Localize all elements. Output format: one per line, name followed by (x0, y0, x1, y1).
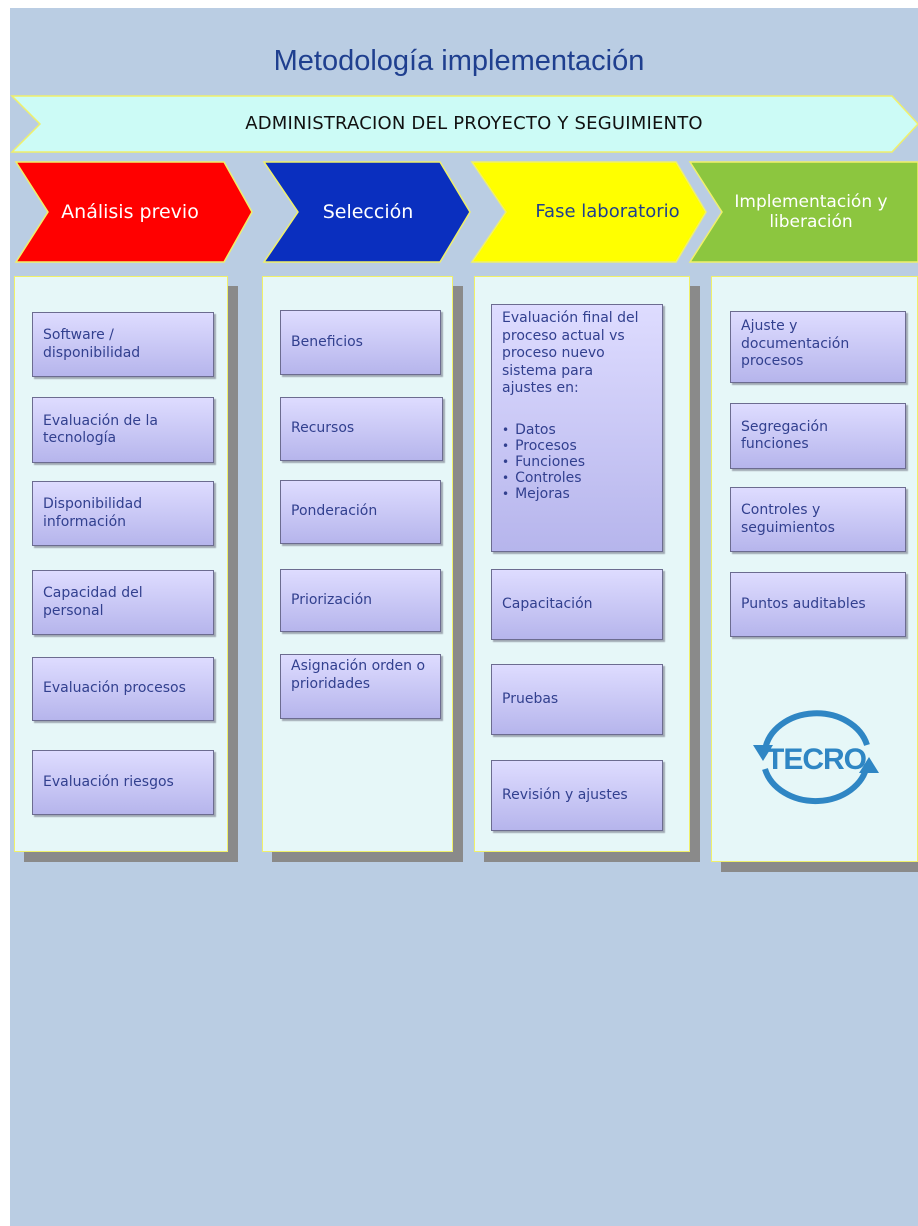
logo-arrow-bottom (859, 757, 879, 773)
task-box: Revisión y ajustes (491, 760, 663, 831)
logo-arrow-top (753, 745, 773, 761)
task-box: Evaluación procesos (32, 657, 214, 721)
task-box: Beneficios (280, 310, 441, 375)
evaluation-intro: Evaluación final del proceso actual vs p… (502, 310, 639, 396)
task-box: Pruebas (491, 664, 663, 735)
task-box: Capacidad del personal (32, 570, 214, 635)
phase-chevron-1 (14, 161, 253, 263)
task-box: Priorización (280, 569, 441, 632)
evaluation-box: Evaluación final del proceso actual vs p… (491, 304, 663, 552)
task-box: Asignación orden o prioridades (280, 654, 441, 719)
diagram-shapes (10, 95, 918, 263)
banner-label: ADMINISTRACION DEL PROYECTO Y SEGUIMIENT… (245, 113, 703, 134)
task-box: Recursos (280, 397, 443, 461)
page-title: Metodología implementación (273, 45, 645, 77)
phase-label-2: Selección (322, 200, 414, 223)
phase-label-1: Análisis previo (61, 200, 199, 223)
task-box: Controles y seguimientos (730, 487, 906, 552)
task-box: Evaluación de la tecnología (32, 397, 214, 463)
tecro-logo: TECRO (753, 710, 879, 805)
task-box: Software / disponibilidad (32, 312, 214, 377)
task-box: Segregación funciones (730, 403, 906, 469)
logo-arc-top (762, 710, 870, 751)
evaluation-bullets: Datos Procesos Funciones Controles Mejor… (502, 422, 585, 502)
task-box: Capacitación (491, 569, 663, 640)
logo-arc-bottom (762, 764, 870, 805)
bullet-item: Procesos (502, 438, 585, 454)
banner-arrow (10, 95, 918, 153)
bullet-item: Funciones (502, 454, 585, 470)
phase-label-3: Fase laboratorio (535, 200, 680, 222)
task-box: Evaluación riesgos (32, 750, 214, 815)
task-box: Puntos auditables (730, 572, 906, 637)
bullet-item: Controles (502, 470, 585, 486)
task-box: Ajuste y documentación procesos (730, 311, 906, 383)
task-box: Ponderación (280, 480, 441, 544)
bullet-item: Mejoras (502, 486, 585, 502)
phase-chevron-4 (688, 161, 918, 263)
task-box: Disponibilidad información (32, 481, 214, 546)
phase-label-4: Implementación y liberación (734, 192, 888, 232)
phase-chevron-2 (262, 161, 471, 263)
logo-text: TECRO (766, 743, 867, 776)
bullet-item: Datos (502, 422, 585, 438)
phase-chevron-3 (470, 161, 707, 263)
